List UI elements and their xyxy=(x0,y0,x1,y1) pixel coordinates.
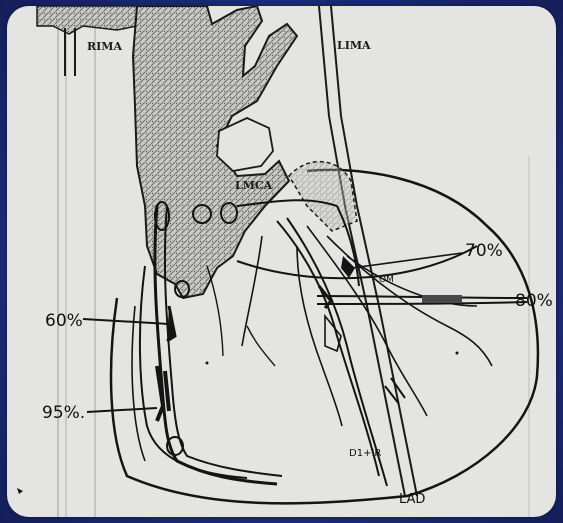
coronary-diagram: RIMA LIMA LMCA 60% 95%. 70% 80% OM D1+IR… xyxy=(7,6,556,517)
diagram-paper: RIMA LIMA LMCA 60% 95%. 70% 80% OM D1+IR… xyxy=(7,6,556,517)
label-stenosis-60: 60% xyxy=(45,311,83,331)
lima-vessel xyxy=(319,6,405,496)
lima-vessel xyxy=(331,6,417,496)
septal-branch xyxy=(247,326,275,366)
label-om: OM xyxy=(379,275,394,285)
label-stenosis-80: 80% xyxy=(515,291,553,311)
label-d1-ir: D1+IR xyxy=(349,448,381,459)
septal-branch xyxy=(242,236,262,346)
great-vessel-top xyxy=(37,6,147,34)
label-lima: LIMA xyxy=(337,39,371,52)
left-atrium xyxy=(289,162,357,231)
label-stenosis-95: 95%. xyxy=(42,403,85,423)
stenosis-80-mark xyxy=(422,295,462,303)
dot-mark xyxy=(206,362,209,365)
dot-mark xyxy=(17,488,23,494)
label-stenosis-70: 70% xyxy=(465,241,503,261)
rca-vessel xyxy=(132,306,145,461)
label-lad: LAD xyxy=(399,492,425,507)
label-rima: RIMA xyxy=(87,40,122,53)
leader-95 xyxy=(87,408,157,412)
label-lmca: LMCA xyxy=(235,179,273,192)
stenosis-95-mark xyxy=(165,371,169,411)
dot-mark xyxy=(456,352,459,355)
lad-branch xyxy=(277,221,379,476)
